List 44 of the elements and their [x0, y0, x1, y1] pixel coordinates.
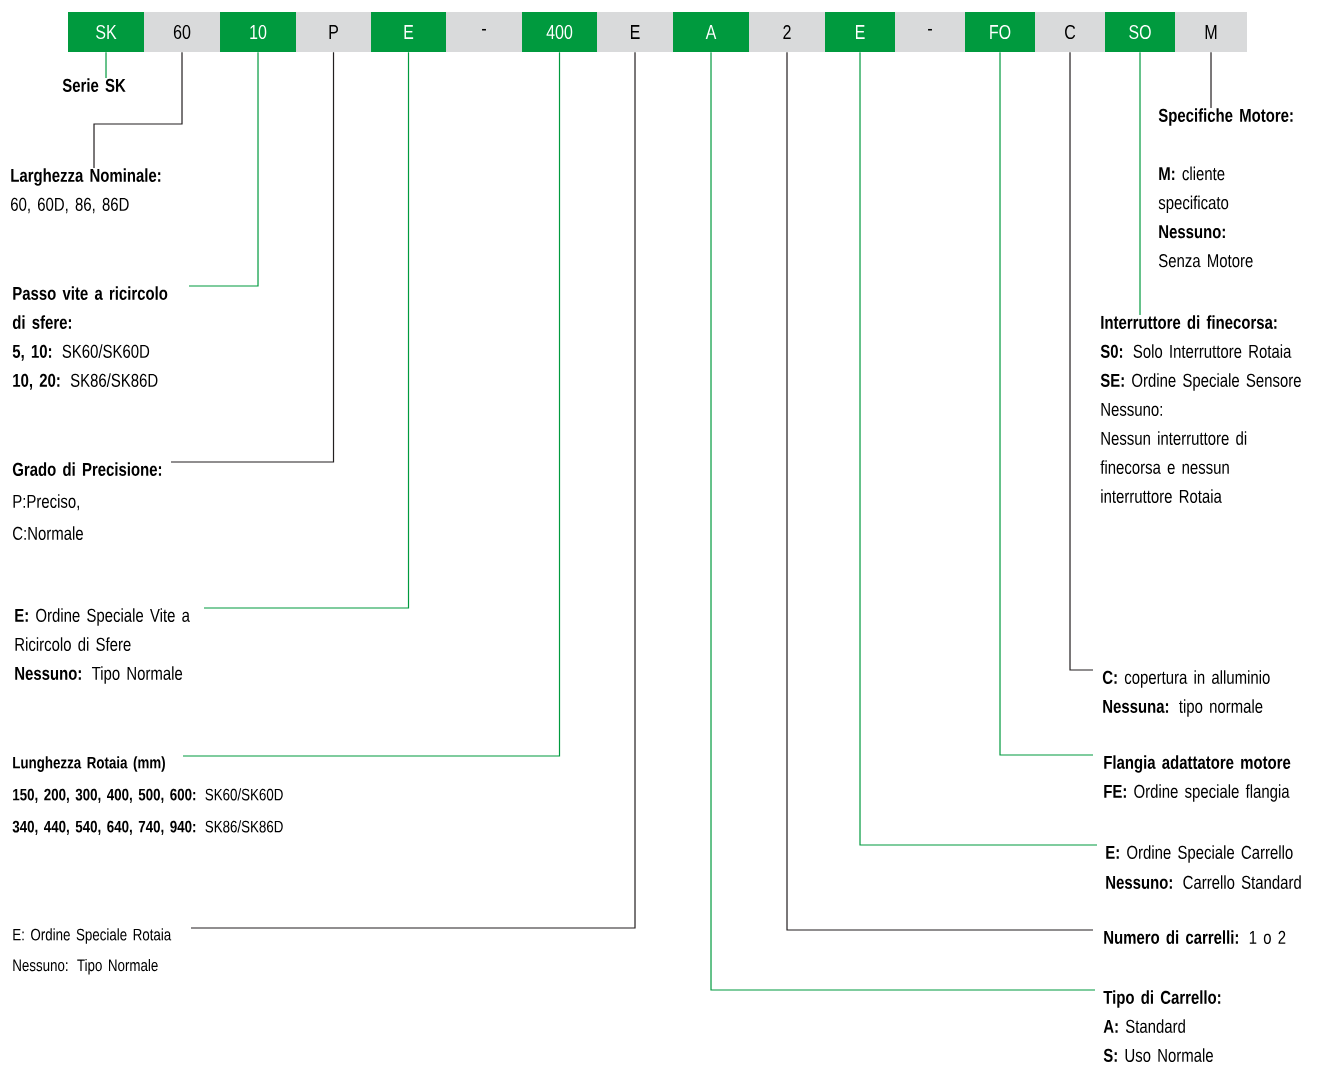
leader-line [1069, 51, 1094, 671]
code-box: - [446, 12, 522, 52]
code-box: E [371, 12, 446, 52]
leader-line [859, 51, 1098, 846]
code-box: 2 [749, 12, 825, 52]
leader-line [710, 51, 1096, 991]
description-text: Tipo di Carrello: A: Standard S: Uso Normale [1103, 990, 1221, 1062]
leader-line [203, 51, 410, 609]
description-text: E: Ordine Speciale Vite a Ricircolo di Sfere Nessuno: Tipo Normale [15, 608, 190, 684]
description-text: E: Ordine Speciale Carrello Nessuno: Carrello Standard [1106, 845, 1301, 889]
leader-line [190, 51, 636, 929]
description-text: E: Ordine Speciale Rotaia Nessuno: Tipo Normale [13, 928, 172, 975]
leader-line [182, 51, 561, 757]
description-text: C: copertura in alluminio Nessuna: tipo normale [1102, 670, 1270, 717]
code-box: FO [965, 12, 1035, 52]
code-box: M [1175, 12, 1247, 52]
leader-line [1139, 51, 1141, 316]
code-box: A [673, 12, 749, 52]
description-text: Grado di Precisione: P:Preciso, C:Normale [12, 462, 162, 540]
description-text: Specifiche Motore: M: cliente specificato Nessuno: Senza Motore [1158, 108, 1293, 268]
code-box: P [296, 12, 371, 52]
description-text: Numero di carrelli: 1 o 2 [1104, 930, 1286, 944]
leader-line [170, 51, 335, 463]
leader-line [786, 51, 1094, 931]
description-text: Lunghezza Rotaia (mm) 150, 200, 300, 400, 500, 600: SK60/SK60D 340, 440, 540, 640, 740, 940: SK86/SK86D [12, 756, 283, 835]
code-box: SK [68, 12, 144, 52]
code-box: - [895, 12, 965, 52]
code-box: E [597, 12, 673, 52]
code-box: SO [1105, 12, 1175, 52]
description-text: Interruttore di finecorsa: S0: Solo Interruttore Rotaia SE: Ordine Speciale Sensore Nessuno: Nessun interruttore di finecorsa e nessun interruttore Rotaia [1100, 315, 1301, 503]
leader-line [188, 51, 259, 287]
code-box: 60 [144, 12, 220, 52]
code-box: 400 [522, 12, 597, 52]
code-box: 10 [220, 12, 296, 52]
description-text: Flangia adattatore motore FE: Ordine speciale flangia [1104, 755, 1291, 802]
series-label: Serie SK [62, 78, 126, 92]
leader-line [1210, 51, 1212, 109]
code-box: E [825, 12, 895, 52]
leader-line [93, 51, 183, 169]
description-text: Passo vite a ricircolo di sfere: 5, 10: SK60/SK60D 10, 20: SK86/SK86D [12, 286, 168, 390]
leader-line [105, 51, 107, 79]
code-box: C [1035, 12, 1105, 52]
description-text: Larghezza Nominale: 60, 60D, 86, 86D [11, 168, 161, 214]
leader-line [999, 51, 1094, 756]
